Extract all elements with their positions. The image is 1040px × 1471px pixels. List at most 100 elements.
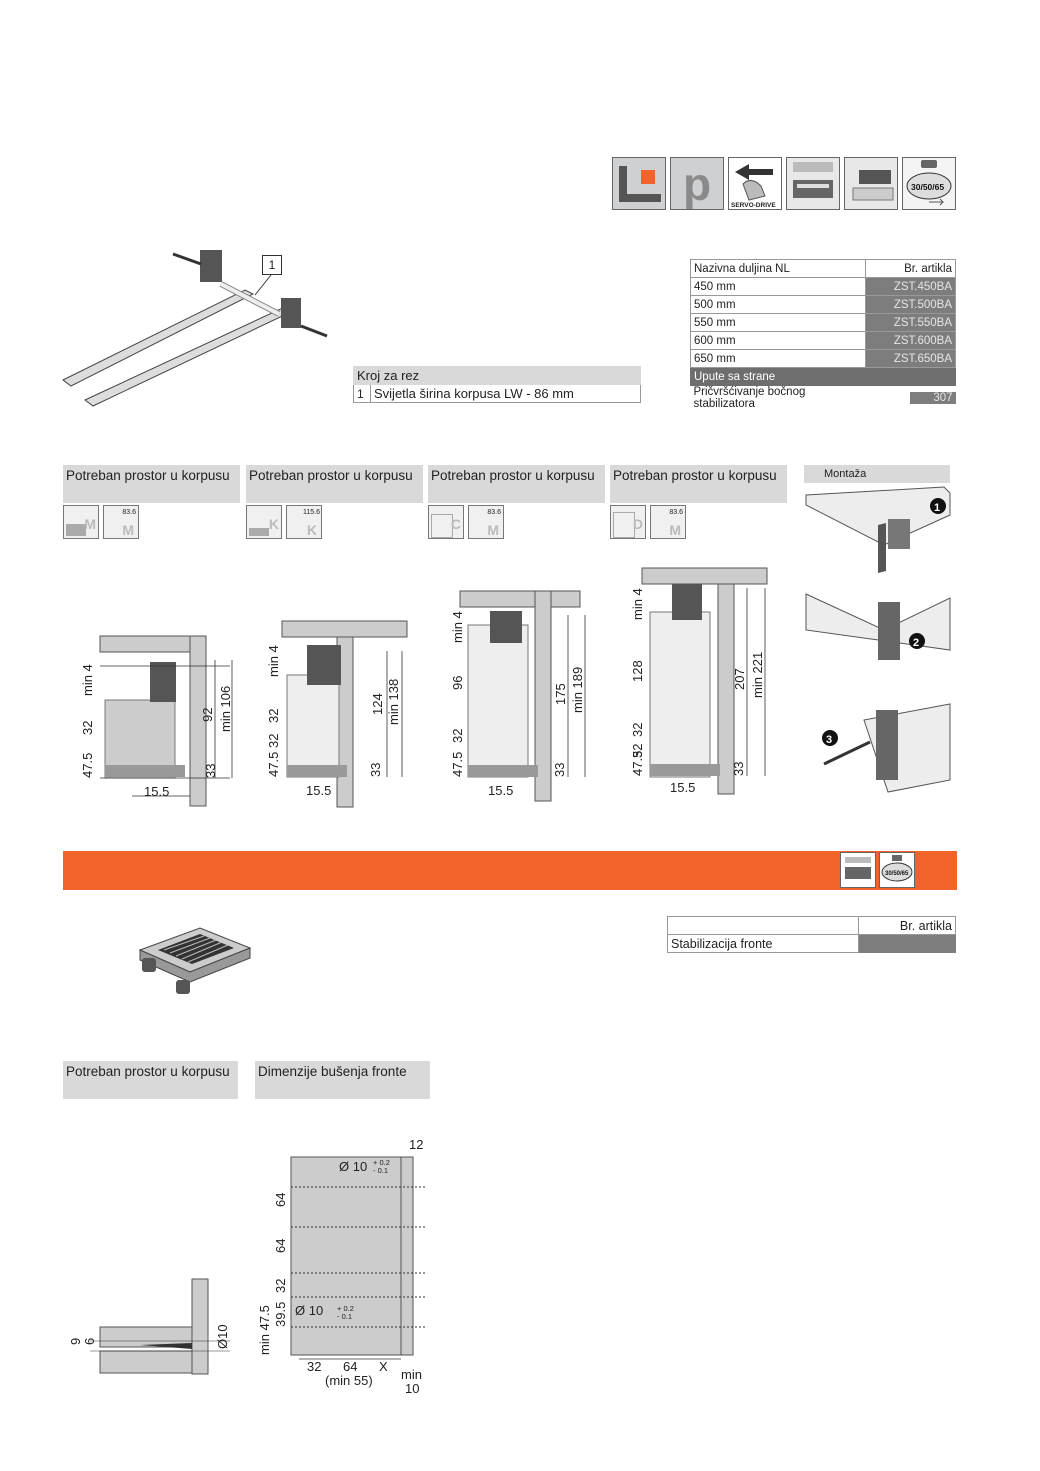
front-drill-header: Dimenzije bušenja fronte [255, 1061, 430, 1099]
svg-text:92: 92 [200, 708, 215, 722]
svg-text:32: 32 [80, 721, 95, 735]
row-art: ZST.600BA [865, 331, 956, 350]
svg-text:96: 96 [450, 676, 465, 690]
article-col2: Br. artikla [865, 259, 956, 278]
drawer-m-icon: M [63, 505, 99, 539]
row-len: 450 mm [690, 277, 866, 296]
drawer-pull-icon [786, 157, 840, 210]
space-header-c: Potreban prostor u korpusu [428, 465, 605, 503]
svg-text:9: 9 [70, 1338, 83, 1345]
cut-row-num: 1 [353, 384, 371, 403]
drawer-inner-icon [844, 157, 898, 210]
montaza-step-3: 3 [822, 703, 951, 793]
diagram-m: min 4 32 47.5 92 min 106 33 15.5 [80, 635, 233, 807]
note-text: Pričvršćivanje bočnog stabilizatora [693, 386, 806, 410]
svg-text:64: 64 [343, 1359, 357, 1374]
drawer-type-icon [612, 157, 666, 210]
front-space-diagram: 9 6 Ø10 [70, 1278, 230, 1375]
montaza-header: Montaža [804, 465, 950, 483]
svg-text:47.5: 47.5 [630, 751, 645, 776]
svg-text:15.5: 15.5 [488, 783, 513, 798]
svg-text:33: 33 [368, 763, 383, 777]
svg-text:15.5: 15.5 [306, 783, 331, 798]
article-col1: Nazivna duljina NL [690, 259, 866, 278]
svg-text:15.5: 15.5 [670, 780, 695, 795]
svg-text:min 4: min 4 [80, 664, 95, 696]
drawer-k-icon: K [246, 505, 282, 539]
svg-text:min 4: min 4 [450, 611, 465, 643]
svg-text:64: 64 [273, 1239, 288, 1253]
svg-text:47.5: 47.5 [450, 752, 465, 777]
svg-text:15.5: 15.5 [144, 784, 169, 799]
row-len: 550 mm [690, 313, 866, 332]
front-row-art [858, 934, 956, 953]
row-len: 600 mm [690, 331, 866, 350]
svg-text:32: 32 [630, 723, 645, 737]
section-divider-bar [63, 851, 957, 890]
svg-text:- 0.1: - 0.1 [373, 1166, 388, 1175]
diagram-d: min 4 128 32 32 47.5 207 min 221 33 15.5 [630, 567, 768, 795]
svg-text:32: 32 [630, 744, 645, 758]
diagram-c: min 4 96 32 47.5 175 min 189 33 15.5 [450, 590, 586, 802]
svg-text:- 0.1: - 0.1 [337, 1312, 352, 1321]
diagram-k: min 4 32 32 47.5 124 min 138 33 15.5 [266, 620, 408, 808]
svg-text:+ 0.2: + 0.2 [373, 1158, 390, 1167]
svg-text:3: 3 [826, 734, 832, 746]
p-letter-icon: p [670, 157, 724, 210]
svg-text:SERVO-DRIVE: SERVO-DRIVE [731, 202, 776, 209]
note-header: Upute sa strane [690, 367, 956, 386]
space-header-k: Potreban prostor u korpusu [246, 465, 423, 503]
svg-text:47.5: 47.5 [80, 753, 95, 778]
svg-text:min 221: min 221 [750, 652, 765, 698]
svg-text:32: 32 [266, 734, 281, 748]
side-stabilizer-illustration [62, 250, 328, 407]
svg-text:Ø 10: Ø 10 [339, 1159, 367, 1174]
front-stabilizer-illustration [138, 927, 252, 994]
cut-row-text: Svijetla širina korpusa LW - 86 mm [370, 384, 641, 403]
row-art: ZST.550BA [865, 313, 956, 332]
montaza-step-1: 1 [805, 486, 951, 573]
svg-text:47.5: 47.5 [266, 752, 281, 777]
svg-text:33: 33 [552, 763, 567, 777]
row-art: ZST.500BA [865, 295, 956, 314]
p-letter: p [683, 158, 711, 209]
svg-text:1: 1 [934, 502, 940, 514]
svg-text:min 4: min 4 [630, 588, 645, 620]
svg-text:2: 2 [913, 637, 919, 649]
drawer-c-icon: C [428, 505, 464, 539]
callout-box: 1 [262, 255, 282, 275]
montaza-step-2: 2 [805, 593, 951, 660]
svg-text:10: 10 [405, 1381, 419, 1396]
cut-table-header: Kroj za rez [353, 366, 641, 385]
svg-text:min 4: min 4 [266, 645, 281, 677]
svg-text:207: 207 [732, 668, 747, 690]
svg-text:(min 55): (min 55) [325, 1373, 373, 1388]
load-rating-small-icon: 30/50/65 [879, 852, 915, 888]
drawer-pull-small-icon [840, 852, 876, 888]
svg-text:128: 128 [630, 660, 645, 682]
front-col2: Br. artikla [858, 916, 956, 935]
svg-text:32: 32 [307, 1359, 321, 1374]
row-art: ZST.450BA [865, 277, 956, 296]
svg-text:33: 33 [731, 762, 746, 776]
svg-text:+ 0.2: + 0.2 [337, 1304, 354, 1313]
svg-text:124: 124 [370, 693, 385, 715]
row-len: 650 mm [690, 349, 866, 368]
svg-text:32: 32 [266, 709, 281, 723]
svg-text:39.5: 39.5 [273, 1302, 288, 1327]
row-len: 500 mm [690, 295, 866, 314]
svg-text:min 47.5: min 47.5 [257, 1305, 272, 1355]
svg-text:33: 33 [203, 764, 218, 778]
note-page[interactable]: 307 [909, 392, 956, 404]
svg-text:32: 32 [273, 1279, 288, 1293]
servo-drive-icon: SERVO-DRIVE [728, 157, 782, 210]
svg-text:min: min [401, 1367, 422, 1382]
svg-text:64: 64 [273, 1193, 288, 1207]
svg-text:6: 6 [82, 1338, 97, 1345]
svg-text:175: 175 [553, 683, 568, 705]
